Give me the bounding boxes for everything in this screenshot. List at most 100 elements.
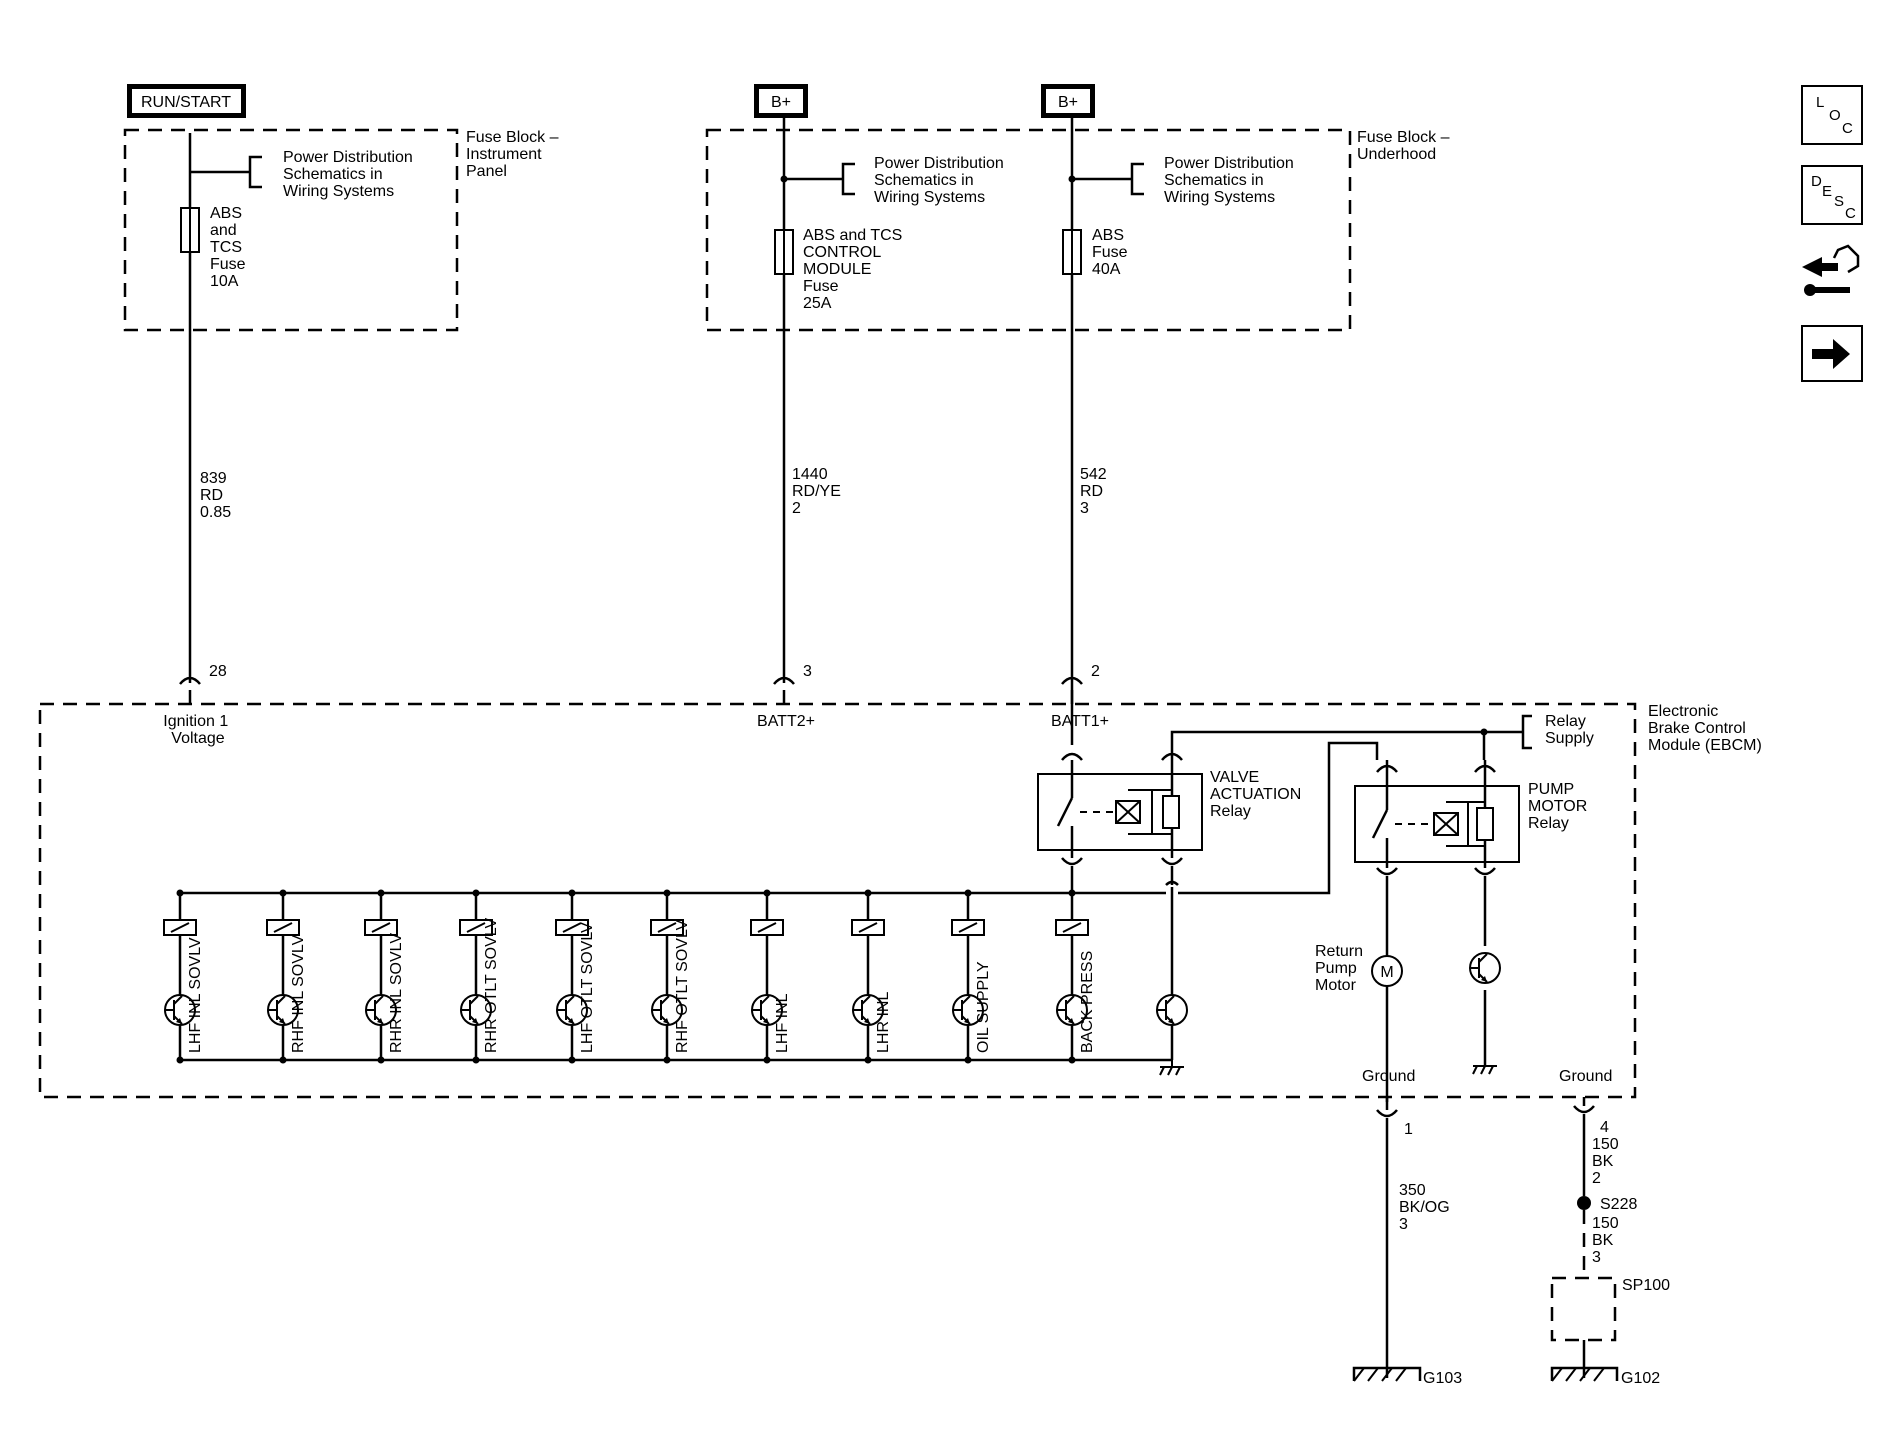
svg-text:ABS and TCS CONTROL: ABS and TCS CONTROL MODULE Fuse 25A <box>803 227 907 312</box>
ground-junction-dot <box>864 1056 872 1064</box>
solenoid-label: RHR OTLT SOVLV <box>483 918 500 1053</box>
svg-text:C: C <box>1845 205 1856 222</box>
solenoid-label: RHF OTLT SOVLV <box>674 919 691 1053</box>
solenoid-channel: LHF INL SOVLV <box>163 889 204 1064</box>
svg-text:VALVE ACTUATION Re: VALVE ACTUATION Relay <box>1210 769 1306 820</box>
batt-b-label: B+ <box>1058 94 1078 111</box>
svg-text:C: C <box>1842 120 1853 137</box>
ground-junction-dot <box>1068 1056 1076 1064</box>
fuse-control-module-25a: ABS and TCS CONTROL MODULE Fuse 25A <box>774 227 907 312</box>
batt2-terminal-label: BATT2+ <box>757 713 815 730</box>
ground-pin-b: 4 <box>1573 1097 1609 1196</box>
wire-150a-label: 150 BK 2 <box>1592 1136 1623 1187</box>
valve-relay-driver <box>1156 994 1188 1026</box>
svg-text:28: 28 <box>209 663 227 680</box>
solenoid-label: OIL SUPPLY <box>975 961 992 1053</box>
svg-text:2: 2 <box>1091 663 1100 680</box>
pin-batt2: 3 <box>773 663 812 704</box>
fuse-block-underhood-label: Fuse Block – Underhood <box>1357 129 1454 163</box>
internal-forks <box>1061 752 1496 786</box>
solenoid-label: LHF INL SOVLV <box>187 937 204 1053</box>
wire-1440-label: 1440 RD/YE 2 <box>792 466 845 517</box>
fuse-block-underhood <box>705 128 1352 332</box>
pump-motor-relay: PUMP MOTOR Relay <box>1354 781 1592 863</box>
svg-text:Power Distribution Schem: Power Distribution Schematics in Wiring … <box>283 149 417 200</box>
ground-junction-dot <box>663 1056 671 1064</box>
wire-542-label: 542 RD 3 <box>1080 466 1111 517</box>
batt1-terminal-label: BATT1+ <box>1051 713 1109 730</box>
ground-g103: G103 <box>1352 1366 1462 1387</box>
bus-junction-dot <box>472 889 480 897</box>
fuse-abs-40a: ABS Fuse 40A <box>1062 227 1132 278</box>
ebcm-module-boundary <box>38 702 1637 1099</box>
svg-text:S: S <box>1834 193 1844 210</box>
svg-text:ABS Fuse 40A: ABS Fuse 40A <box>1092 227 1132 278</box>
svg-text:S228: S228 <box>1600 1196 1637 1213</box>
ground-g102: G102 <box>1550 1366 1660 1387</box>
ebcm-module-label: Electronic Brake Control Module (EBCM) <box>1648 703 1762 754</box>
pin-batt1: 2 <box>1061 663 1100 704</box>
power-distribution-ref-ip: Power Distribution Schematics in Wiring … <box>190 149 417 200</box>
bus-junction-dot <box>377 889 385 897</box>
wire-350-label: 350 BK/OG 3 <box>1399 1182 1454 1233</box>
svg-text:D: D <box>1811 173 1822 190</box>
solenoid-channel: RHF OTLT SOVLV <box>650 889 691 1064</box>
power-distribution-ref-uh-b: Power Distribution Schematics in Wiring … <box>1068 155 1298 206</box>
ground-pin-a: 1 <box>1376 1097 1413 1378</box>
ground-junction-dot <box>964 1056 972 1064</box>
svg-text:4: 4 <box>1600 1119 1609 1136</box>
batt-source-b: B+ <box>1041 84 1095 118</box>
bus-junction-dot <box>964 889 972 897</box>
wire-150b-label: 150 BK 3 <box>1592 1215 1623 1266</box>
motor-label: Return Pump Motor <box>1315 943 1367 994</box>
solenoid-label: RHR INL SOVLV <box>388 933 405 1053</box>
ground-junction-dot <box>763 1056 771 1064</box>
ground-a-label: Ground <box>1362 1068 1415 1085</box>
solenoid-channel: LHF OTLT SOVLV <box>555 889 596 1064</box>
return-pump-motor: M Return Pump Motor <box>1315 943 1403 994</box>
pump-driver-ground <box>1472 1065 1497 1075</box>
module-internal-ground <box>1159 1060 1184 1076</box>
next-arrow-icon[interactable] <box>1801 325 1863 382</box>
fuse-abs-tcs-10a: ABS and TCS Fuse 10A <box>180 205 250 290</box>
svg-text:Power Distribution Schem: Power Distribution Schematics in Wiring … <box>1164 155 1298 206</box>
ground-junction-dot <box>568 1056 576 1064</box>
solenoid-channel: RHR OTLT SOVLV <box>459 889 500 1064</box>
connector-end-view-icon[interactable] <box>1802 244 1860 296</box>
ground-junction-dot <box>279 1056 287 1064</box>
solenoid-channel: OIL SUPPLY <box>951 889 992 1064</box>
solenoid-channel: LHR INL <box>851 889 892 1064</box>
svg-text:ABS and TCS: ABS and TCS Fuse 10A <box>210 205 250 290</box>
batt-source-a: B+ <box>754 84 808 118</box>
bus-junction-dot <box>864 889 872 897</box>
bus-junction-dot <box>1068 889 1076 897</box>
svg-text:1: 1 <box>1404 1121 1413 1138</box>
power-distribution-ref-uh-a: Power Distribution Schematics in Wiring … <box>780 155 1004 206</box>
splice-pack-sp100: SP100 <box>1550 1276 1670 1378</box>
solenoid-channels: LHF INL SOVLV RHF INL SOVLV RHR INL SOVLV R… <box>163 889 1096 1064</box>
solenoid-label: BACK PRESS <box>1079 951 1096 1053</box>
solenoid-channel: BACK PRESS <box>1055 889 1096 1064</box>
svg-text:SP100: SP100 <box>1622 1277 1670 1294</box>
ground-junction-dot <box>176 1056 184 1064</box>
solenoid-label: LHR INL <box>875 992 892 1053</box>
svg-text:O: O <box>1829 107 1841 124</box>
svg-text:Relay Supply: Relay Supply <box>1545 713 1594 747</box>
ground-junction-dot <box>377 1056 385 1064</box>
svg-text:PUMP MOTOR Relay: PUMP MOTOR Relay <box>1528 781 1592 832</box>
relay-output-wiring <box>180 741 1496 1102</box>
svg-text:E: E <box>1822 183 1832 200</box>
valve-actuation-relay: VALVE ACTUATION Relay <box>1037 769 1306 851</box>
bus-junction-dot <box>663 889 671 897</box>
fuse-block-ip-label: Fuse Block – Instrument Panel <box>466 129 563 180</box>
batt-a-label: B+ <box>771 94 791 111</box>
desc-icon[interactable]: D E S C <box>1801 165 1863 225</box>
run-start-label: RUN/START <box>141 94 231 111</box>
solenoid-label: RHF INL SOVLV <box>290 934 307 1053</box>
pump-relay-driver <box>1469 952 1501 984</box>
svg-text:L: L <box>1816 94 1824 111</box>
ground-junction-dot <box>472 1056 480 1064</box>
svg-text:G102: G102 <box>1621 1370 1660 1387</box>
loc-icon[interactable]: L O C <box>1801 85 1863 145</box>
